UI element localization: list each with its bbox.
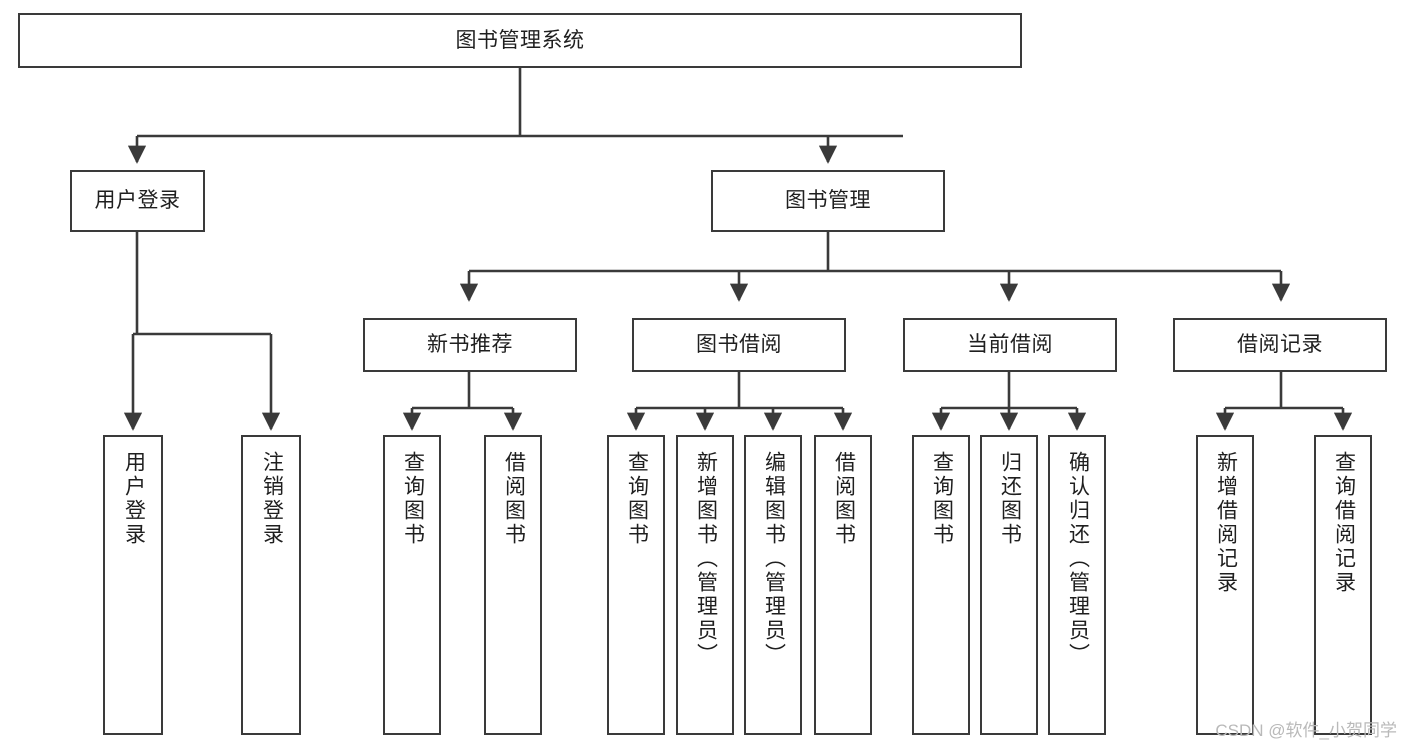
node-leaf-confirm-return-admin[interactable]: 确认归还（管理员） [1048,435,1106,735]
node-leaf-query-borrow-record[interactable]: 查询借阅记录 [1314,435,1372,735]
node-label: 图书管理系统 [455,28,585,52]
node-label: 确认归还（管理员） [1066,451,1090,667]
node-label: 借阅记录 [1237,333,1323,357]
node-label: 新书推荐 [427,333,513,357]
node-leaf-edit-book-admin[interactable]: 编辑图书（管理员） [744,435,802,735]
node-label: 查询借阅记录 [1332,451,1356,595]
node-label: 借阅图书 [502,451,526,547]
node-label: 用户登录 [94,189,181,213]
csdn-watermark: CSDN @软件_小贺同学 [1215,721,1397,740]
node-label: 用户登录 [122,451,146,547]
node-label: 新增图书（管理员） [694,451,718,667]
node-new-book-recommendation[interactable]: 新书推荐 [363,318,577,372]
node-user-login[interactable]: 用户登录 [70,170,205,232]
node-label: 查询图书 [930,451,954,547]
node-borrowing-record[interactable]: 借阅记录 [1173,318,1387,372]
node-leaf-add-book-admin[interactable]: 新增图书（管理员） [676,435,734,735]
node-label: 查询图书 [401,451,425,547]
node-label: 注销登录 [260,451,284,547]
node-current-borrowing[interactable]: 当前借阅 [903,318,1117,372]
node-leaf-add-borrow-record[interactable]: 新增借阅记录 [1196,435,1254,735]
node-label: 图书管理 [785,189,871,213]
node-leaf-user-login[interactable]: 用户登录 [103,435,163,735]
node-book-management[interactable]: 图书管理 [711,170,945,232]
node-leaf-borrow-book[interactable]: 借阅图书 [814,435,872,735]
node-leaf-query-book-recommend[interactable]: 查询图书 [383,435,441,735]
node-leaf-query-book-current[interactable]: 查询图书 [912,435,970,735]
node-root-book-management-system[interactable]: 图书管理系统 [18,13,1022,68]
node-leaf-query-book-borrow[interactable]: 查询图书 [607,435,665,735]
node-book-borrowing[interactable]: 图书借阅 [632,318,846,372]
node-label: 归还图书 [998,451,1022,547]
node-label: 编辑图书（管理员） [762,451,786,667]
node-leaf-return-book[interactable]: 归还图书 [980,435,1038,735]
node-leaf-logout[interactable]: 注销登录 [241,435,301,735]
node-label: 查询图书 [625,451,649,547]
node-leaf-borrow-book-recommend[interactable]: 借阅图书 [484,435,542,735]
node-label: 图书借阅 [696,333,782,357]
node-label: 新增借阅记录 [1214,451,1238,595]
node-label: 当前借阅 [967,333,1053,357]
node-label: 借阅图书 [832,451,856,547]
